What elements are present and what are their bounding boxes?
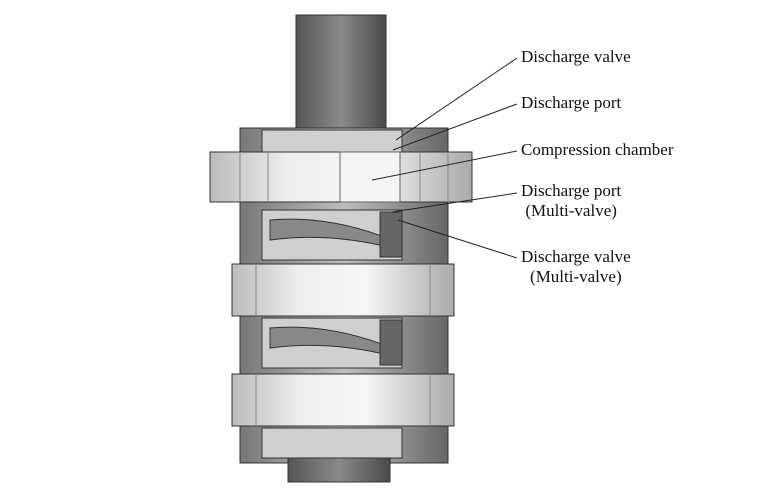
label-discharge-port-multi: Discharge port (Multi-valve) <box>521 181 621 221</box>
label-main: Discharge port <box>521 181 622 200</box>
leader-lines <box>371 57 518 259</box>
top-shaft <box>295 14 387 136</box>
rotor-rings <box>209 151 473 427</box>
label-sub: (Multi-valve) <box>525 201 617 220</box>
label-discharge-port: Discharge port <box>521 93 622 112</box>
label-discharge-valve: Discharge valve <box>521 47 631 66</box>
bottom-shaft <box>287 457 391 483</box>
label-compression-chamber: Compression chamber <box>521 140 674 159</box>
valve-stages <box>261 129 403 459</box>
label-sub: (Multi-valve) <box>530 267 622 286</box>
label-main: Discharge valve <box>521 247 631 266</box>
label-discharge-valve-multi: Discharge valve (Multi-valve) <box>521 247 631 287</box>
